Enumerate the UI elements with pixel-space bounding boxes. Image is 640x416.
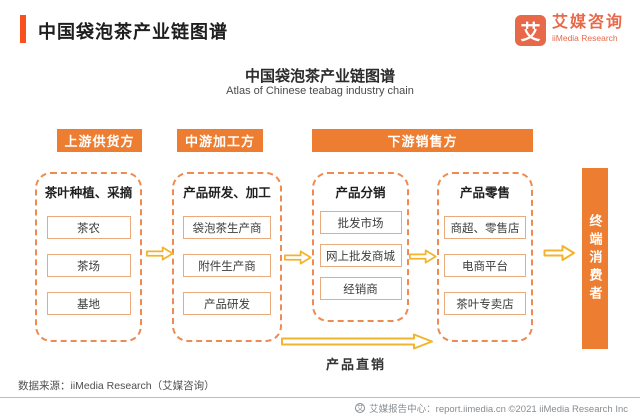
column-header: 产品分销 bbox=[335, 186, 386, 200]
chain-node: 茶叶专卖店 bbox=[444, 292, 526, 315]
column-distribution: 产品分销 批发市场 网上批发商城 经销商 bbox=[312, 172, 409, 322]
diagram-subtitle: Atlas of Chinese teabag industry chain bbox=[226, 85, 414, 97]
flow-arrow-icon bbox=[543, 244, 576, 262]
chain-node: 商超、零售店 bbox=[444, 216, 526, 239]
column-retail: 产品零售 商超、零售店 电商平台 茶叶专卖店 bbox=[437, 172, 533, 342]
footer-divider bbox=[0, 397, 640, 398]
flow-arrow-icon bbox=[284, 249, 312, 266]
diagram-title: 中国袋泡茶产业链图谱 bbox=[244, 68, 395, 85]
brand-name-cn: 艾媒咨询 bbox=[551, 14, 624, 31]
chain-node: 茶农 bbox=[46, 216, 131, 239]
column-header: 茶叶种植、采摘 bbox=[44, 186, 133, 200]
brand-name-en: iiMedia Research bbox=[551, 33, 618, 43]
footer-note: 艾 艾媒报告中心：report.iimedia.cn ©2021 iiMedia… bbox=[355, 401, 628, 415]
column-items: 茶农 茶场 基地 bbox=[37, 201, 140, 330]
direct-sales-arrow-icon bbox=[281, 333, 434, 350]
column-tea-planting: 茶叶种植、采摘 茶农 茶场 基地 bbox=[35, 172, 142, 342]
chain-node: 产品研发 bbox=[183, 292, 271, 315]
page-title: 中国袋泡茶产业链图谱 bbox=[38, 22, 228, 42]
stage-label-upstream: 上游供货方 bbox=[57, 129, 142, 152]
chain-node: 袋泡茶生产商 bbox=[183, 216, 271, 239]
chain-node: 基地 bbox=[46, 292, 131, 315]
stage-label-downstream: 下游销售方 bbox=[312, 129, 533, 152]
chain-node: 经销商 bbox=[319, 277, 402, 300]
chain-node: 电商平台 bbox=[444, 254, 526, 277]
column-items: 批发市场 网上批发商城 经销商 bbox=[314, 201, 407, 310]
column-header: 产品零售 bbox=[459, 186, 510, 200]
chain-node: 批发市场 bbox=[319, 211, 402, 234]
iimedia-logo-icon: 艾 bbox=[514, 15, 546, 46]
column-items: 商超、零售店 电商平台 茶叶专卖店 bbox=[439, 201, 531, 330]
chain-node: 附件生产商 bbox=[183, 254, 271, 277]
chain-node: 网上批发商城 bbox=[319, 244, 402, 267]
footer-text: 艾媒报告中心：report.iimedia.cn ©2021 iiMedia R… bbox=[369, 404, 628, 415]
column-items: 袋泡茶生产商 附件生产商 产品研发 bbox=[174, 201, 280, 330]
flow-arrow-icon bbox=[146, 245, 174, 262]
column-header: 产品研发、加工 bbox=[183, 186, 271, 200]
column-rd-processing: 产品研发、加工 袋泡茶生产商 附件生产商 产品研发 bbox=[172, 172, 282, 342]
end-consumer-bar: 终端消费者 bbox=[582, 168, 608, 349]
direct-sales-label: 产品直销 bbox=[325, 357, 386, 372]
flow-arrow-icon bbox=[409, 248, 437, 265]
chain-node: 茶场 bbox=[46, 254, 131, 277]
brand-text: 艾媒咨询 iiMedia Research bbox=[552, 15, 624, 43]
data-source-note: 数据来源：iiMedia Research（艾媒咨询） bbox=[18, 380, 215, 392]
title-accent-bar bbox=[20, 15, 26, 43]
iimedia-brand-logo: 艾 艾媒咨询 iiMedia Research bbox=[514, 15, 624, 46]
footer-logo-icon: 艾 bbox=[355, 403, 366, 413]
stage-label-midstream: 中游加工方 bbox=[177, 129, 263, 152]
